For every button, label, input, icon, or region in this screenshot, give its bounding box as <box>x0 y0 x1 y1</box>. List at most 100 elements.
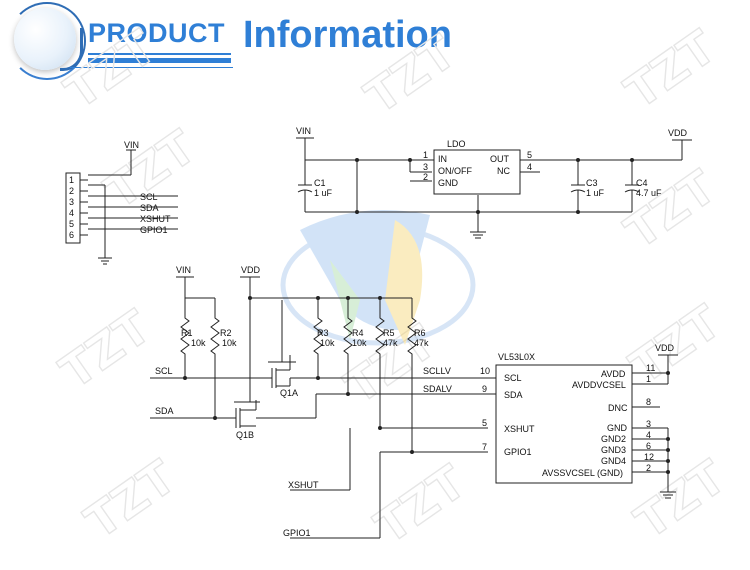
chip-pin-avdd: AVDD <box>601 369 626 379</box>
mosfet-q1a: Q1A <box>268 300 298 398</box>
resistor-r1 <box>180 298 190 365</box>
capacitor-c3: C3 1 uF <box>570 160 605 212</box>
product-underline-thick <box>88 58 231 63</box>
level-shifter: VIN VDD R1 10k R2 10k R3 10k R4 10k R5 4… <box>150 265 488 539</box>
page-header: PRODUCT Information <box>0 0 750 95</box>
r2-ref: R2 <box>220 328 232 338</box>
vl53l0x-chip: VL53L0X 10 9 5 7 SCL SDA XSHUT GPIO1 AVD… <box>450 343 678 499</box>
connector-signal-scl: SCL <box>140 192 158 202</box>
r5-value: 47k <box>383 338 398 348</box>
c1-ref: C1 <box>314 178 326 188</box>
chip-pin-gnd4: GND4 <box>601 456 626 466</box>
chip-pin-gnd: GND <box>607 423 628 433</box>
svg-text:TZT: TZT <box>615 19 725 119</box>
chip-pin-avdd-num: 11 <box>646 363 655 373</box>
ls-vdd-label: VDD <box>241 265 261 275</box>
r4-value: 10k <box>352 338 367 348</box>
c4-ref: C4 <box>636 178 648 188</box>
chip-pin-gnd-num: 3 <box>646 419 651 429</box>
resistor-r5 <box>375 298 385 365</box>
svg-text:TZT: TZT <box>75 449 185 549</box>
r5-ref: R5 <box>383 328 395 338</box>
capacitor-c4: C4 4.7 uF <box>624 160 662 212</box>
ground-icon <box>660 491 676 499</box>
ls-gpio1-label: GPIO1 <box>283 528 311 538</box>
connector-signal-sda: SDA <box>140 203 159 213</box>
r6-ref: R6 <box>414 328 426 338</box>
connector-pin-5: 5 <box>69 219 74 229</box>
svg-text:TZT: TZT <box>365 454 475 554</box>
q1a-label: Q1A <box>280 388 298 398</box>
svg-text:TZT: TZT <box>355 24 465 124</box>
c1-value: 1 uF <box>314 188 333 198</box>
ldo-pin-onoff-num: 3 <box>423 162 428 172</box>
chip-pin-xshut-num: 5 <box>482 418 487 428</box>
ground-icon <box>470 231 486 239</box>
connector-pin-4: 4 <box>69 208 74 218</box>
ldo-pin-gnd-num: 2 <box>423 172 428 182</box>
chip-pin-avddvcsel-num: 1 <box>646 374 651 384</box>
chip-pin-gnd3-num: 6 <box>646 441 651 451</box>
chip-pin-scl-num: 10 <box>480 366 490 376</box>
resistor-r6 <box>407 298 417 365</box>
ldo-pin-in: IN <box>438 154 447 164</box>
connector-pin-3: 3 <box>69 197 74 207</box>
mosfet-q1b: Q1B <box>234 300 260 440</box>
ldo-title: LDO <box>447 139 466 149</box>
brand-swoosh-icon <box>280 210 476 346</box>
ls-sdav-label: SDALV <box>423 384 452 394</box>
chip-pin-gnd2: GND2 <box>601 434 626 444</box>
svg-text:TZT: TZT <box>620 294 730 394</box>
chip-vdd-label: VDD <box>655 343 675 353</box>
r2-value: 10k <box>222 338 237 348</box>
r3-value: 10k <box>320 338 335 348</box>
capacitor-c1: C1 1 uF <box>297 160 333 212</box>
ls-sda-label: SDA <box>155 406 174 416</box>
chip-pin-sda: SDA <box>504 390 523 400</box>
resistor-r4 <box>343 298 353 365</box>
c4-value: 4.7 uF <box>636 188 662 198</box>
c3-value: 1 uF <box>586 188 605 198</box>
power-section: VIN C1 1 uF LDO <box>296 126 692 239</box>
svg-text:TZT: TZT <box>50 299 160 399</box>
ls-scl-label: SCL <box>155 366 173 376</box>
chip-pin-avssvcsel: AVSSVCSEL (GND) <box>542 468 623 478</box>
logo-ring-icon <box>8 2 86 80</box>
chip-pin-gpio1-num: 7 <box>482 442 487 452</box>
connector-pin-1: 1 <box>69 175 74 185</box>
resistor-r3 <box>313 298 323 365</box>
chip-pin-gnd3: GND3 <box>601 445 626 455</box>
connector-signal-xshut: XSHUT <box>140 214 171 224</box>
power-vdd-label: VDD <box>668 128 688 138</box>
product-underline <box>88 53 231 55</box>
power-vin-label: VIN <box>296 126 311 136</box>
r1-value: 10k <box>191 338 206 348</box>
header-rule <box>70 67 233 68</box>
ls-sclv-label: SCLLV <box>423 366 451 376</box>
ldo-regulator: LDO 1 3 2 IN ON/OFF GND OUT NC 5 4 <box>423 139 540 195</box>
connector-pin-6: 6 <box>69 230 74 240</box>
ldo-pin-out: OUT <box>490 154 510 164</box>
r3-ref: R3 <box>317 328 329 338</box>
resistor-r2 <box>210 298 220 365</box>
connector-signal-gpio1: GPIO1 <box>140 225 168 235</box>
connector-pin-2: 2 <box>69 186 74 196</box>
ground-icon <box>98 257 112 265</box>
chip-pin-dnc: DNC <box>608 403 628 413</box>
ldo-pin-out-num: 5 <box>527 150 532 160</box>
chip-pin-xshut: XSHUT <box>504 424 535 434</box>
chip-title: VL53L0X <box>498 352 535 362</box>
connector-vin-label: VIN <box>124 140 139 150</box>
ldo-pin-gnd: GND <box>438 178 459 188</box>
ldo-pin-onoff: ON/OFF <box>438 166 472 176</box>
svg-text:TZT: TZT <box>625 449 735 549</box>
ls-xshut-label: XSHUT <box>288 480 319 490</box>
ls-vin-label: VIN <box>176 265 191 275</box>
ldo-pin-in-num: 1 <box>423 150 428 160</box>
chip-pin-avddvcsel: AVDDVCSEL <box>572 380 626 390</box>
c3-ref: C3 <box>586 178 598 188</box>
q1b-label: Q1B <box>236 430 254 440</box>
chip-pin-avssvcsel-num: 2 <box>646 463 651 473</box>
